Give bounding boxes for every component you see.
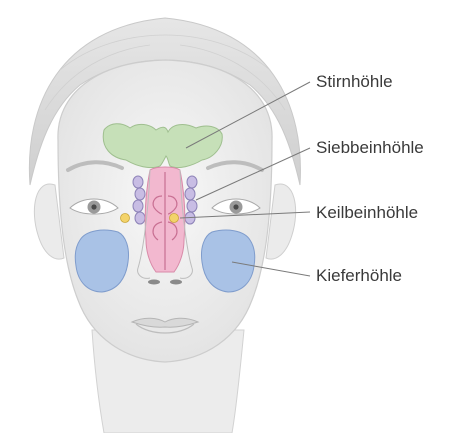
- right-nostril: [170, 280, 182, 285]
- label-keilbeinhoehle: Keilbeinhöhle: [316, 203, 418, 223]
- label-stirnhoehle: Stirnhöhle: [316, 72, 393, 92]
- maxillary-sinus-right: [201, 230, 254, 292]
- label-kieferhoehle: Kieferhöhle: [316, 266, 402, 286]
- sphenoid-sinus-right: [170, 214, 179, 223]
- label-siebbeinhoehle: Siebbeinhöhle: [316, 138, 424, 158]
- left-nostril: [148, 280, 160, 285]
- maxillary-sinus-left: [75, 230, 128, 292]
- sphenoid-sinus-left: [121, 214, 130, 223]
